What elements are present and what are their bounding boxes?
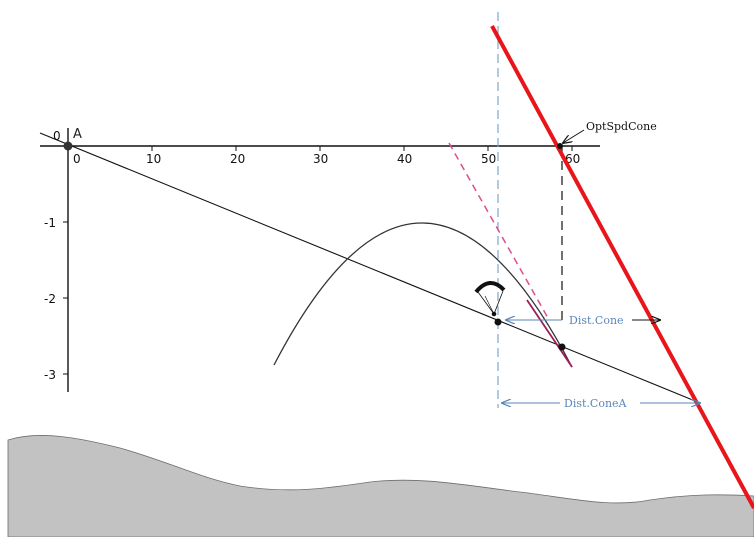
x-tick-label: 30	[313, 152, 328, 166]
intersection-point-marker	[558, 343, 566, 351]
dist-cone-label: Dist.Cone	[569, 314, 624, 327]
y-tick-label: -2	[44, 292, 56, 306]
x-tick-label: 50	[481, 152, 496, 166]
glider-point-marker	[494, 318, 502, 326]
point-a-label: A	[73, 127, 82, 142]
ground-terrain	[7, 435, 754, 537]
point-a-marker	[63, 141, 73, 151]
opt-spd-cone-pointer	[563, 129, 585, 143]
dist-cone-a-label: Dist.ConeA	[564, 397, 628, 410]
x-tick-label: 20	[230, 152, 245, 166]
opt-spd-cone-label: OptSpdCone	[586, 120, 657, 133]
x-tick-label: 0	[73, 152, 81, 166]
x-axis-ticks	[67, 146, 573, 151]
y-tick-label: -3	[44, 368, 56, 382]
y-axis-ticks	[63, 221, 68, 375]
x-tick-label: 10	[146, 152, 161, 166]
x-tick-label: 40	[397, 152, 412, 166]
origin-label: 0	[53, 129, 61, 143]
cone-axis-point-marker	[557, 143, 563, 149]
x-tick-label: 60	[565, 152, 580, 166]
paraglider-icon	[474, 281, 506, 317]
opt-speed-cone-line	[490, 25, 754, 509]
dashed-tangent-line	[448, 142, 549, 319]
y-tick-label: -1	[44, 216, 56, 230]
glide-line	[39, 132, 701, 404]
tangent-segment	[526, 299, 573, 368]
polar-curve	[273, 222, 573, 368]
